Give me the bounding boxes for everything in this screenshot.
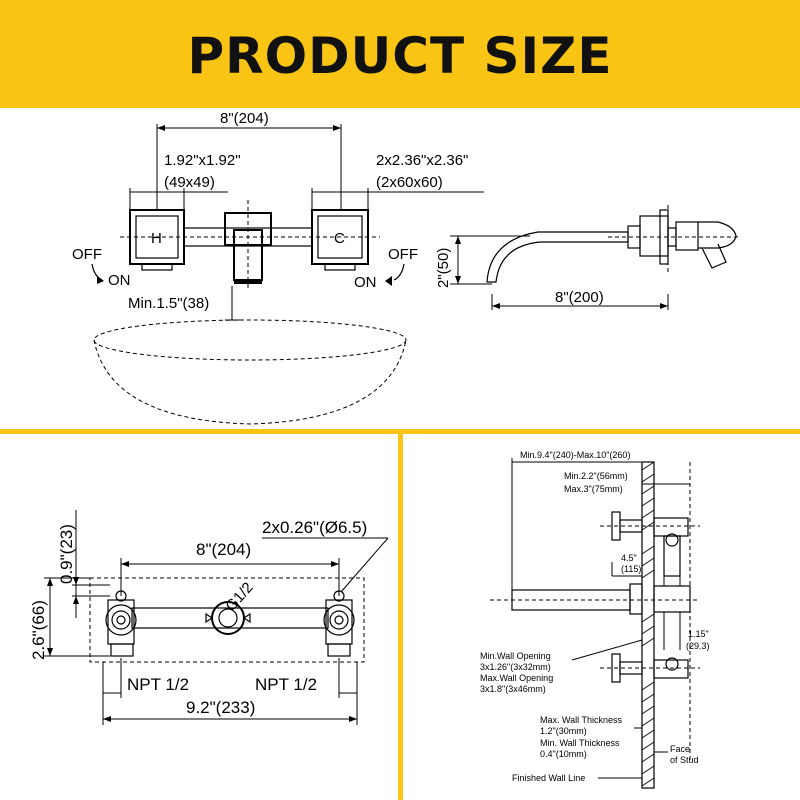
min-thickness-label: Min. Wall Thickness [540, 738, 620, 748]
header-banner: PRODUCT SIZE [0, 0, 800, 108]
max-depth-label: Max.3"(75mm) [564, 484, 623, 494]
handle-size-right-label: 2x2.36"x2.36" [376, 152, 468, 169]
front-view: 8"(204) 1.92"x1.92" (49x49) 2x2.36"x2.36… [72, 110, 484, 425]
spout-drop-label: 1.15" [688, 629, 709, 639]
cold-label: C [334, 230, 345, 247]
spout-drop-mm: (29.3) [686, 641, 710, 651]
min-opening-label: Min.Wall Opening [480, 651, 551, 661]
rough-in-view: G1/2 2x0.26"(Ø6.5) 8"(204) 0.9"(23) 2.6"… [29, 510, 389, 725]
page-title: PRODUCT SIZE [187, 27, 613, 85]
hole-diameter-label: 2x0.26"(Ø6.5) [262, 518, 367, 537]
wall-section-view: Min.9.4"(240)-Max.10"(260) Min.2.2"(56mm… [480, 450, 710, 789]
vertical-divider [398, 434, 403, 800]
hot-label: H [151, 230, 162, 247]
off-right-label: OFF [388, 246, 418, 263]
handle-depth-label: 4.5" [621, 553, 637, 563]
min-thickness-value: 0.4"(10mm) [540, 749, 587, 759]
max-thickness-label: Max. Wall Thickness [540, 715, 623, 725]
handle-size-left-mm: (49x49) [164, 174, 215, 191]
stud-label: of Stud [670, 755, 699, 765]
handle-spacing-label: 8"(204) [220, 110, 269, 127]
side-view: 2"(50) 8"(200) [435, 205, 740, 310]
min-depth-label: Min.2.2"(56mm) [564, 471, 628, 481]
spout-length-label: 8"(200) [555, 289, 604, 306]
rough-height-label: 2.6"(66) [29, 600, 48, 660]
off-left-label: OFF [72, 246, 102, 263]
min-opening-value: 3x1.26"(3x32mm) [480, 662, 551, 672]
on-right-label: ON [354, 274, 377, 291]
max-opening-label: Max.Wall Opening [480, 673, 553, 683]
handle-size-left-label: 1.92"x1.92" [164, 152, 241, 169]
on-left-label: ON [108, 272, 131, 289]
face-label: Face [670, 744, 690, 754]
max-opening-value: 3x1.8"(3x46mm) [480, 684, 546, 694]
side-height-label: 2"(50) [435, 248, 452, 288]
npt-left-label: NPT 1/2 [127, 675, 189, 694]
finished-wall-label: Finished Wall Line [512, 773, 585, 783]
handle-size-right-mm: (2x60x60) [376, 174, 443, 191]
handle-depth-mm: (115) [621, 564, 641, 574]
horizontal-divider [0, 429, 800, 434]
spout-reach-label: Min.9.4"(240)-Max.10"(260) [520, 450, 630, 460]
min-height-label: Min.1.5"(38) [128, 295, 209, 312]
rough-spacing-label: 8"(204) [196, 540, 251, 559]
max-thickness-value: 1.2"(30mm) [540, 726, 587, 736]
offset-top-label: 0.9"(23) [57, 524, 76, 584]
total-width-label: 9.2"(233) [186, 698, 255, 717]
npt-right-label: NPT 1/2 [255, 675, 317, 694]
